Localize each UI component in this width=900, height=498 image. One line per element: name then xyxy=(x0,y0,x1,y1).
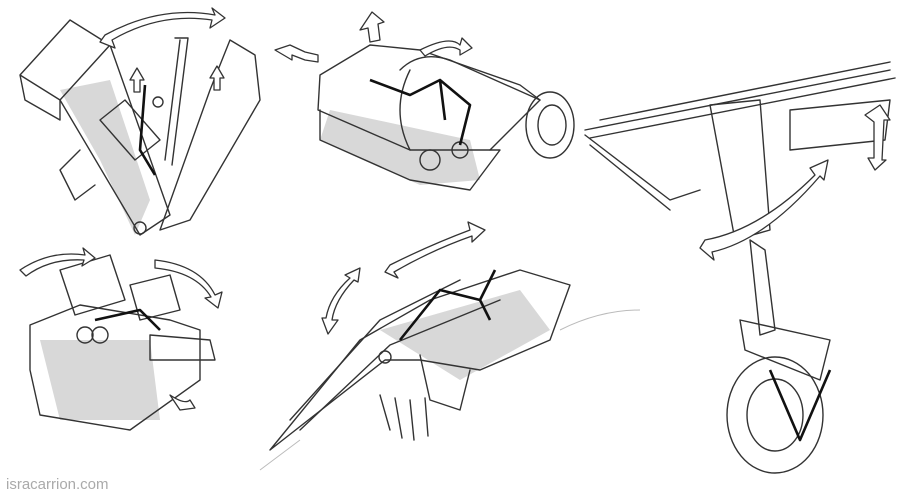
sketch-rotary-cannon xyxy=(274,11,575,191)
sketch-folding-claw xyxy=(19,7,261,236)
watermark: isracarrion.com xyxy=(6,476,109,493)
sketch-landing-gear xyxy=(584,61,896,474)
sketch-hinge-block xyxy=(19,247,223,431)
sketch-blade-arm xyxy=(269,221,571,451)
